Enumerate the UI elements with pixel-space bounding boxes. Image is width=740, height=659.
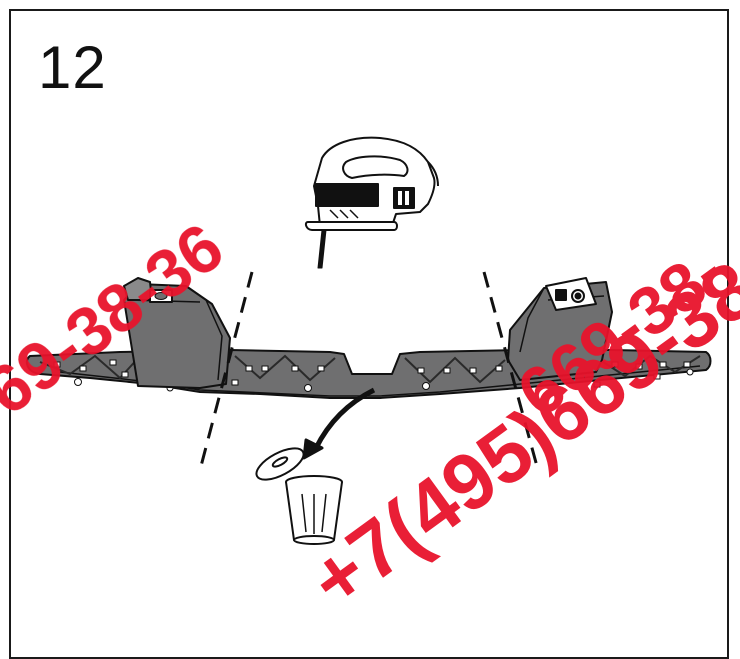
- watermark-lower: +7(495)669-38-: [294, 228, 740, 625]
- left-housing: [123, 277, 231, 389]
- right-housing: [507, 277, 613, 381]
- assembly-illustration: 69-38-36 669-38- +7(495)669-38-: [0, 136, 740, 626]
- step-number: 12: [38, 34, 107, 101]
- instruction-page: 12: [0, 9, 740, 659]
- watermark: 69-38-36 669-38- +7(495)669-38-: [0, 209, 740, 626]
- dashed-cut-line: [198, 271, 540, 471]
- trash-can-icon: [255, 447, 343, 545]
- jigsaw-icon: [304, 136, 439, 269]
- curved-arrow-icon: [302, 387, 376, 460]
